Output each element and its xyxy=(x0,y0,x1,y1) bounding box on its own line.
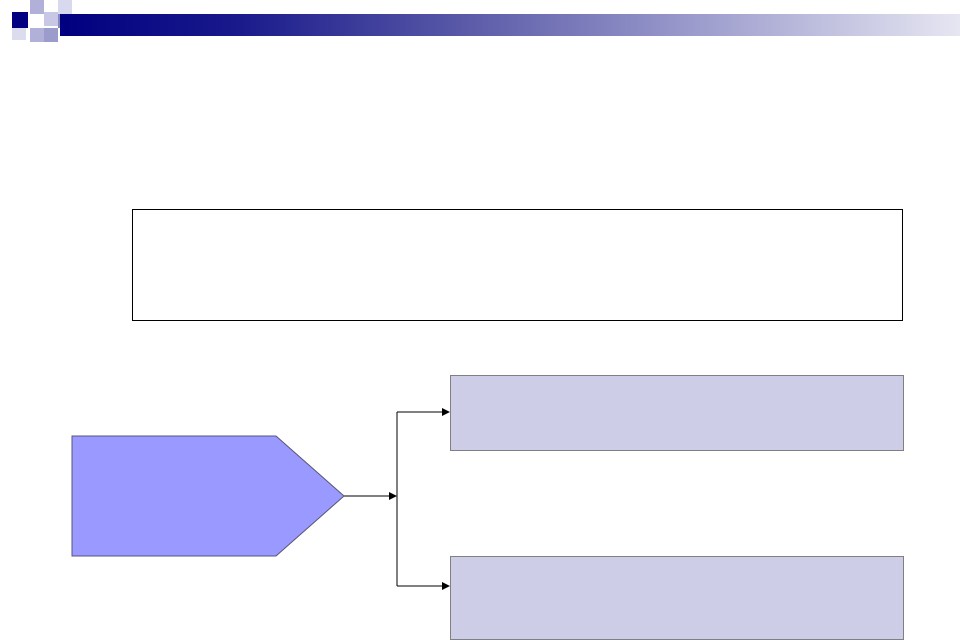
source-shape-label xyxy=(80,470,270,520)
source-pentagon-shape xyxy=(71,435,345,557)
header-square-decoration xyxy=(44,28,58,42)
header-square-decoration xyxy=(58,0,72,14)
header-square-decoration xyxy=(12,12,28,28)
text-box xyxy=(132,209,903,321)
option-box-bottom xyxy=(450,556,904,640)
header-square-decoration xyxy=(44,12,58,26)
option-box-top xyxy=(450,375,904,451)
header-square-decoration xyxy=(30,0,44,14)
header-gradient-band xyxy=(60,14,960,36)
header-square-decoration xyxy=(12,28,26,40)
header-square-decoration xyxy=(30,28,44,42)
